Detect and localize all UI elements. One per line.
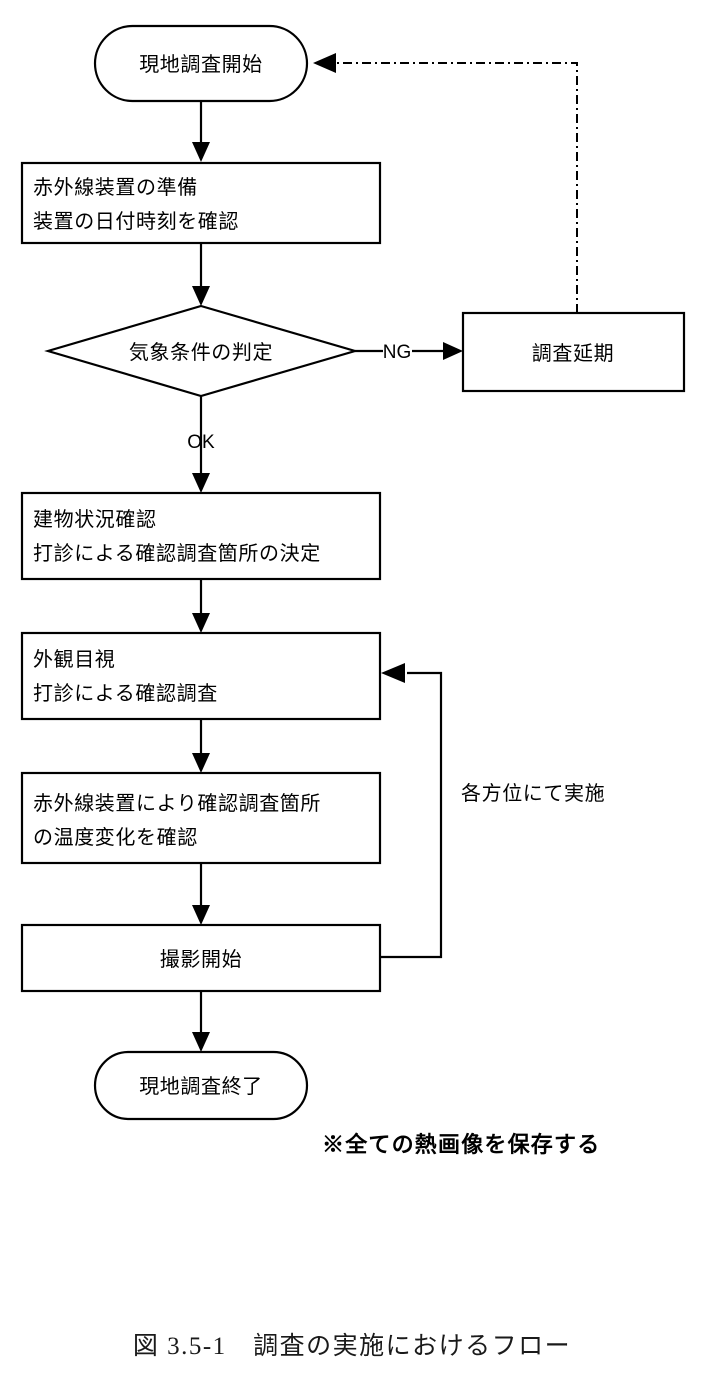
node-prepare[interactable]: 赤外線装置の準備 装置の日付時刻を確認 <box>20 161 382 245</box>
node-postpone-shape <box>461 311 686 393</box>
node-thermal-label-line-1: 赤外線装置により確認調査箇所 <box>33 792 321 815</box>
node-prepare-shape <box>20 161 382 245</box>
node-postpone-label: 調査延期 <box>532 342 614 365</box>
node-start-label-line-1: 現地調査開始 <box>139 53 263 76</box>
node-survey-shape <box>20 491 382 581</box>
node-visual[interactable]: 外観目視 打診による確認調査 <box>20 631 382 721</box>
connector-start-to-prepare <box>192 101 210 162</box>
node-start-shape <box>93 24 309 103</box>
node-postpone[interactable]: 調査延期 <box>461 311 686 393</box>
connector-shoot-to-visual-loop <box>380 663 443 959</box>
edge-label-ok: OK <box>187 432 215 453</box>
connector-survey-to-visual <box>192 579 210 633</box>
edge-label-ng: NG <box>383 342 412 363</box>
node-thermal[interactable]: 赤外線装置により確認調査箇所 の温度変化を確認 <box>20 771 382 865</box>
connector-shoot-to-end <box>192 991 210 1052</box>
node-end-shape <box>93 1050 309 1121</box>
node-visual-label-line-2: 打診による確認調査 <box>33 682 218 705</box>
connector-visual-to-thermal <box>192 719 210 773</box>
node-shoot-label: 撮影開始 <box>160 948 242 971</box>
node-thermal-label-line-2: の温度変化を確認 <box>33 826 198 849</box>
node-prepare-label-line-2: 装置の日付時刻を確認 <box>33 210 239 233</box>
node-shoot-shape <box>20 923 382 993</box>
connector-postpone-to-start-dashed <box>313 53 578 313</box>
note-save-all-thermal-images: ※全ての熱画像を保存する <box>322 1132 600 1157</box>
node-visual-label-line-1: 外観目視 <box>33 648 115 671</box>
node-end[interactable]: 現地調査終了 <box>93 1050 309 1121</box>
node-weather-decision-label: 気象条件の判定 <box>129 341 273 364</box>
figure-caption: 図 3.5-1 調査の実施におけるフロー <box>132 1333 572 1360</box>
node-end-label: 現地調査終了 <box>139 1075 263 1098</box>
connector-weather-to-postpone: NG <box>355 342 463 363</box>
node-prepare-label-line-1: 赤外線装置の準備 <box>33 176 198 199</box>
node-start[interactable]: 現地調査開始 <box>93 24 309 103</box>
node-survey[interactable]: 建物状況確認 打診による確認調査箇所の決定 <box>20 491 382 581</box>
node-survey-label-line-2: 打診による確認調査箇所の決定 <box>33 542 321 565</box>
node-weather-decision[interactable]: 気象条件の判定 <box>44 304 359 398</box>
node-shoot[interactable]: 撮影開始 <box>20 923 382 993</box>
node-weather-decision-shape <box>44 304 359 398</box>
connector-weather-to-survey: OK <box>187 396 215 493</box>
node-survey-label-line-1: 建物状況確認 <box>33 508 157 531</box>
loop-label-each-direction: 各方位にて実施 <box>461 782 605 805</box>
connector-prepare-to-weather <box>192 243 210 306</box>
node-thermal-shape <box>20 771 382 865</box>
connector-thermal-to-shoot <box>192 863 210 925</box>
node-visual-shape <box>20 631 382 721</box>
